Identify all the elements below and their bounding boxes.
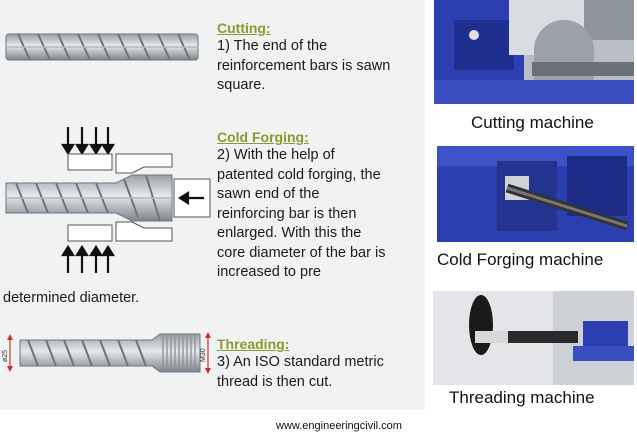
threading-machine-caption: Threading machine [449, 388, 595, 407]
forging-heading: Cold Forging: [217, 129, 309, 145]
cutting-heading: Cutting: [217, 20, 271, 36]
threading-machine-photo [433, 291, 634, 385]
forging-machine-caption: Cold Forging machine [437, 250, 604, 269]
process-panel: Cutting: 1) The end of the reinforcement… [0, 0, 425, 410]
threading-text: 3) An ISO standard metric thread is then… [217, 354, 384, 390]
cutting-text: 1) The end of the reinforcement bars is … [217, 38, 391, 93]
footer-website: www.engineeringcivil.com [276, 420, 402, 432]
forging-illustration [5, 127, 211, 273]
cut-bar-illustration [5, 33, 199, 61]
forging-text-continued: determined diameter. [3, 290, 140, 306]
forging-text: 2) With the help of patented cold forgin… [217, 147, 386, 280]
thread-size-label: M30 [200, 348, 207, 362]
threaded-bar-illustration: ø25 M30 [2, 332, 211, 374]
cutting-machine-caption: Cutting machine [471, 113, 594, 132]
threading-heading: Threading: [217, 336, 290, 352]
forging-machine-photo [437, 146, 634, 242]
cutting-machine-photo [434, 0, 634, 104]
bar-diameter-label: ø25 [2, 350, 9, 362]
